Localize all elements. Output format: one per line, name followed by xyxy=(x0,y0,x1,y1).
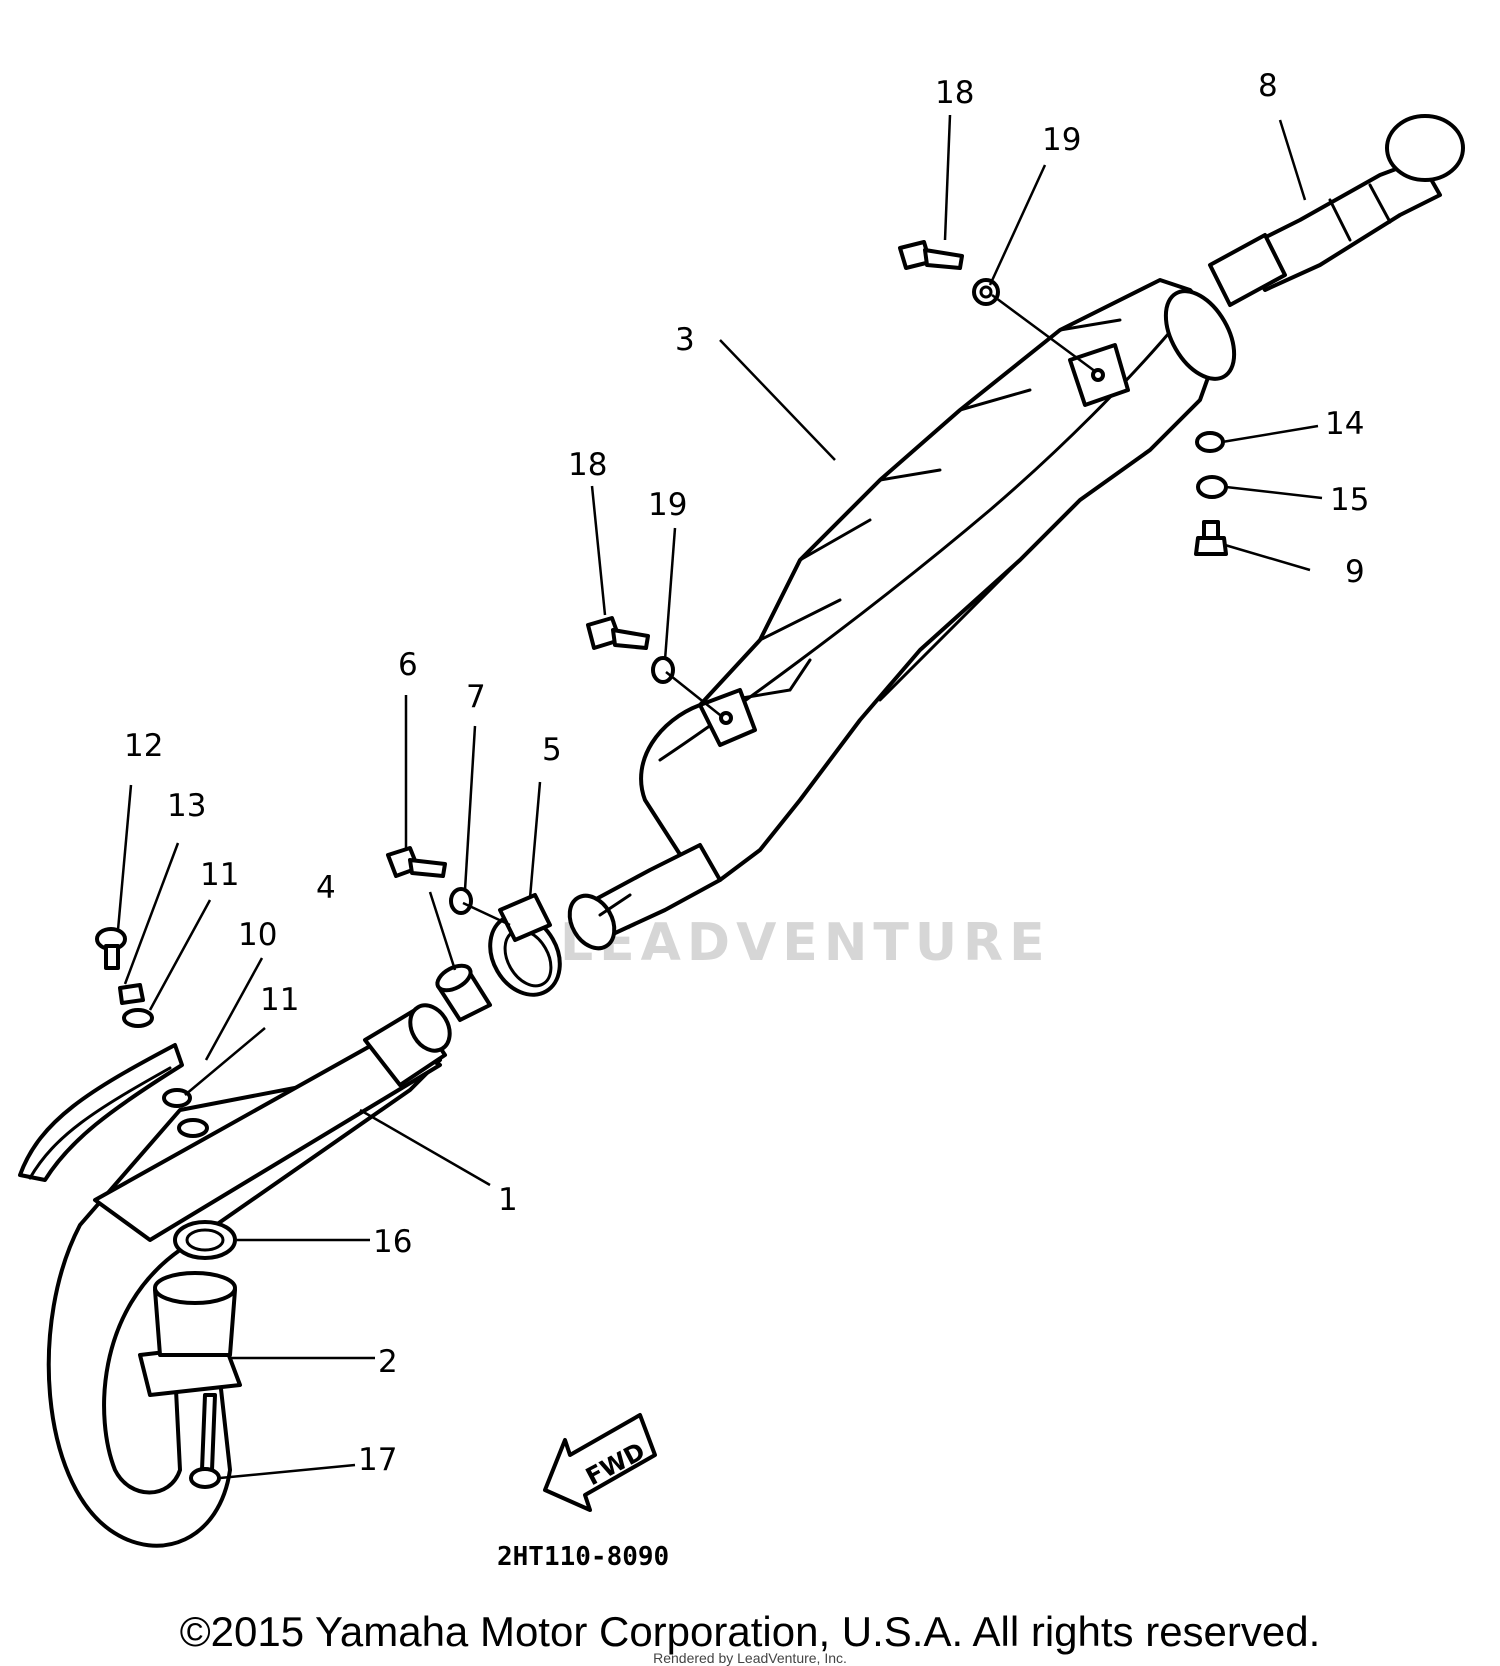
callout-1: 1 xyxy=(498,1182,518,1218)
callout-3: 3 xyxy=(675,322,695,358)
rendered-by-notice: Rendered by LeadVenture, Inc. xyxy=(653,1650,847,1666)
callout-10: 10 xyxy=(238,917,277,953)
nut-15 xyxy=(1196,475,1228,499)
callout-16: 16 xyxy=(373,1224,412,1260)
washer-11a xyxy=(122,1008,154,1028)
bolt-18a xyxy=(898,240,964,270)
exhaust-pipe-1 xyxy=(93,1033,442,1242)
callout-labels: 1 2 3 4 5 6 7 8 9 10 11 11 12 13 14 15 1… xyxy=(124,68,1369,1478)
bolt-6 xyxy=(386,846,447,878)
washer-19b xyxy=(651,656,675,684)
callout-17: 17 xyxy=(358,1442,397,1478)
callout-12: 12 xyxy=(124,728,163,764)
washer-14 xyxy=(1195,431,1225,453)
leader-lines xyxy=(116,114,1323,1480)
diagram-code: 2HT110-8090 xyxy=(497,1542,669,1572)
callout-6: 6 xyxy=(398,647,418,683)
callout-13: 13 xyxy=(167,788,206,824)
callout-18a: 18 xyxy=(935,75,974,111)
gasket-16 xyxy=(173,1220,237,1260)
exhaust-pipe-assembly xyxy=(46,1003,452,1548)
washer-7 xyxy=(449,887,473,915)
stud-bolt-17 xyxy=(200,1393,217,1472)
washer-19a xyxy=(972,278,1000,306)
muffler-3 xyxy=(567,278,1237,951)
washer-11c xyxy=(177,1118,209,1138)
callout-9: 9 xyxy=(1345,554,1365,590)
clamp-5 xyxy=(488,893,562,997)
callout-7: 7 xyxy=(466,679,486,715)
callout-5: 5 xyxy=(542,732,562,768)
copyright-notice: ©2015 Yamaha Motor Corporation, U.S.A. A… xyxy=(179,1608,1321,1655)
callout-4: 4 xyxy=(316,870,336,906)
sleeve-4 xyxy=(435,963,492,1022)
callout-8: 8 xyxy=(1258,68,1278,104)
bracket-10 xyxy=(18,1043,184,1182)
washer-13 xyxy=(118,983,145,1005)
bolt-12 xyxy=(95,927,127,970)
callout-19b: 19 xyxy=(648,487,687,523)
washer-11b xyxy=(162,1088,192,1108)
fwd-arrow: FWD xyxy=(543,1413,657,1512)
callout-18b: 18 xyxy=(568,447,607,483)
callout-15: 15 xyxy=(1330,482,1369,518)
bolt-9 xyxy=(1194,520,1228,556)
callout-11a: 11 xyxy=(200,857,239,893)
tailpipe-8 xyxy=(1208,114,1465,307)
bolt-18b xyxy=(586,616,650,650)
callout-14: 14 xyxy=(1325,406,1364,442)
callout-2: 2 xyxy=(378,1344,398,1380)
callout-11b: 11 xyxy=(260,982,299,1018)
callout-19a: 19 xyxy=(1042,122,1081,158)
